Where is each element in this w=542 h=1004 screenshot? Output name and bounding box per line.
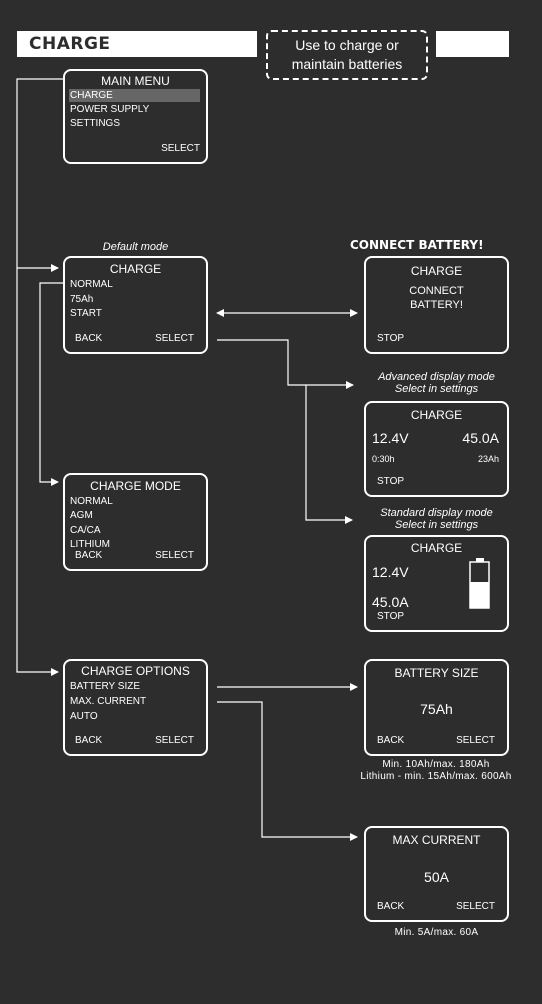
connect-message-line-2: BATTERY!: [410, 299, 463, 311]
charge-screen: CHARGE NORMAL 75Ah START BACK SELECT: [63, 256, 208, 354]
select-softkey[interactable]: SELECT: [155, 735, 194, 746]
standard-caption-line-2: Select in settings: [394, 519, 479, 531]
normal-to-mode-line: [39, 282, 63, 486]
voltage-readout: 12.4V: [372, 430, 409, 446]
charge-item-start[interactable]: START: [70, 308, 102, 319]
advanced-caption-line-2: Select in settings: [394, 383, 479, 395]
mode-item-normal[interactable]: NORMAL: [70, 496, 113, 507]
usage-note-line-1: Use to charge or: [295, 37, 399, 53]
select-softkey[interactable]: SELECT: [456, 735, 495, 746]
charge-item-normal[interactable]: NORMAL: [70, 279, 113, 290]
advanced-caption: Advanced display mode Select in settings: [364, 371, 509, 395]
option-item-battery-size[interactable]: BATTERY SIZE: [70, 681, 141, 692]
select-softkey[interactable]: SELECT: [155, 550, 194, 561]
connect-battery-alert: CONNECT BATTERY!: [350, 238, 484, 252]
select-softkey[interactable]: SELECT: [456, 901, 495, 912]
title-bar-end: [436, 31, 509, 57]
select-softkey[interactable]: SELECT: [161, 143, 200, 154]
option-item-auto[interactable]: AUTO: [70, 711, 98, 722]
select-to-display-line: [217, 339, 354, 389]
battery-size-title: BATTERY SIZE: [394, 666, 479, 680]
charge-mode-screen: CHARGE MODE NORMAL AGM CA/CA LITHIUM BAC…: [63, 473, 208, 571]
select-softkey[interactable]: SELECT: [155, 333, 194, 344]
menu-item-settings[interactable]: SETTINGS: [70, 118, 121, 129]
usage-note: Use to charge or maintain batteries: [266, 30, 428, 80]
section-title: CHARGE: [29, 34, 111, 54]
advanced-caption-line-1: Advanced display mode: [378, 371, 495, 383]
stop-softkey[interactable]: STOP: [377, 333, 405, 344]
current-readout: 45.0A: [372, 594, 409, 610]
back-softkey[interactable]: BACK: [377, 735, 405, 746]
battery-size-screen: BATTERY SIZE 75Ah BACK SELECT: [364, 659, 509, 756]
connect-title: CHARGE: [410, 264, 463, 278]
capacity-readout: 23Ah: [477, 454, 499, 464]
voltage-readout: 12.4V: [372, 564, 409, 580]
advanced-title: CHARGE: [410, 408, 463, 422]
max-current-spec: Min. 5A/max. 60A: [394, 927, 479, 938]
back-softkey[interactable]: BACK: [75, 333, 103, 344]
max-current-value: 50A: [424, 869, 449, 885]
max-current-line: [217, 701, 358, 841]
stop-softkey[interactable]: STOP: [377, 476, 405, 487]
display-branch-line: [305, 385, 353, 524]
main-to-charge-line: [16, 78, 63, 272]
battery-level-icon: [469, 558, 490, 609]
main-menu-screen: MAIN MENU CHARGE POWER SUPPLY SETTINGS S…: [63, 69, 208, 164]
connect-battery-screen: CHARGE CONNECT BATTERY! STOP: [364, 256, 509, 354]
standard-caption: Standard display mode Select in settings: [364, 507, 509, 531]
charge-item-size[interactable]: 75Ah: [70, 294, 94, 305]
option-item-max-current[interactable]: MAX. CURRENT: [70, 696, 147, 707]
battery-size-value: 75Ah: [420, 701, 453, 717]
main-menu-title: MAIN MENU: [101, 74, 170, 88]
max-current-screen: MAX CURRENT 50A BACK SELECT: [364, 826, 509, 922]
current-readout: 45.0A: [462, 430, 499, 446]
max-current-title: MAX CURRENT: [392, 833, 481, 847]
default-mode-caption: Default mode: [102, 241, 169, 253]
back-softkey[interactable]: BACK: [75, 735, 103, 746]
charge-options-screen: CHARGE OPTIONS BATTERY SIZE MAX. CURRENT…: [63, 659, 208, 756]
section-title-bar: CHARGE: [17, 31, 257, 57]
battery-size-spec-line-1: Min. 10Ah/max. 180Ah: [382, 759, 490, 770]
mode-item-ca-ca[interactable]: CA/CA: [70, 525, 101, 536]
back-softkey[interactable]: BACK: [75, 550, 103, 561]
charge-title: CHARGE: [109, 262, 162, 276]
stop-softkey[interactable]: STOP: [377, 611, 405, 622]
battery-size-spec-line-2: Lithium - min. 15Ah/max. 600Ah: [360, 771, 512, 782]
advanced-display-screen: CHARGE 12.4V 45.0A 0:30h 23Ah STOP: [364, 401, 509, 497]
charge-options-title: CHARGE OPTIONS: [81, 664, 190, 678]
standard-title: CHARGE: [410, 541, 463, 555]
menu-item-charge[interactable]: CHARGE: [70, 90, 113, 101]
battery-size-spec: Min. 10Ah/max. 180Ah Lithium - min. 15Ah…: [330, 759, 542, 783]
connect-message-line-1: CONNECT: [409, 285, 464, 297]
charge-mode-title: CHARGE MODE: [90, 479, 181, 493]
usage-note-line-2: maintain batteries: [291, 56, 403, 72]
mode-item-lithium[interactable]: LITHIUM: [70, 539, 110, 550]
menu-highlight: [69, 89, 200, 102]
mode-item-agm[interactable]: AGM: [70, 510, 93, 521]
menu-item-power-supply[interactable]: POWER SUPPLY: [70, 104, 150, 115]
standard-caption-line-1: Standard display mode: [380, 507, 493, 519]
back-softkey[interactable]: BACK: [377, 901, 405, 912]
time-readout: 0:30h: [372, 454, 395, 464]
menu-to-options-line: [16, 268, 59, 676]
standard-display-screen: CHARGE 12.4V 45.0A STOP: [364, 535, 509, 632]
